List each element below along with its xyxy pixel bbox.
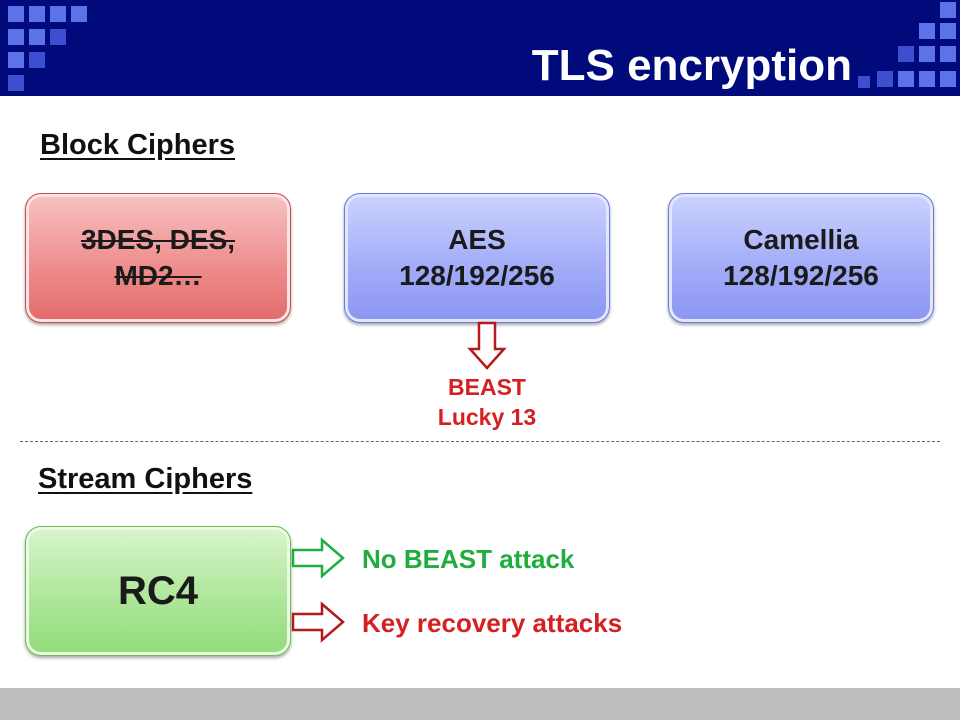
decorative-grid-right	[858, 2, 956, 88]
aes-attacks-text: BEAST Lucky 13	[437, 374, 537, 430]
deprecated-ciphers-label: 3DES, DES, MD2…	[80, 224, 236, 291]
rc4-label: RC4	[117, 569, 199, 613]
camellia-box: Camellia 128/192/256	[668, 193, 934, 323]
block-ciphers-heading: Block Ciphers	[40, 129, 235, 161]
right-arrow-icon	[291, 601, 345, 643]
aes-box: AES 128/192/256	[344, 193, 610, 323]
slide-header: TLS encryption	[0, 0, 960, 96]
right-arrow-icon	[291, 537, 345, 579]
aes-label: AES 128/192/256	[399, 224, 555, 291]
decorative-grid-left	[8, 6, 87, 91]
rc4-box: RC4	[25, 526, 291, 656]
down-arrow-icon	[467, 321, 507, 370]
slide-footer	[0, 688, 960, 720]
stream-ciphers-heading: Stream Ciphers	[38, 463, 253, 495]
no-beast-note: No BEAST attack	[362, 544, 575, 574]
key-recovery-note: Key recovery attacks	[362, 608, 623, 638]
section-divider	[20, 441, 940, 442]
slide-title: TLS encryption	[531, 41, 852, 90]
camellia-label: Camellia 128/192/256	[723, 224, 879, 291]
deprecated-ciphers-box: 3DES, DES, MD2…	[25, 193, 291, 323]
